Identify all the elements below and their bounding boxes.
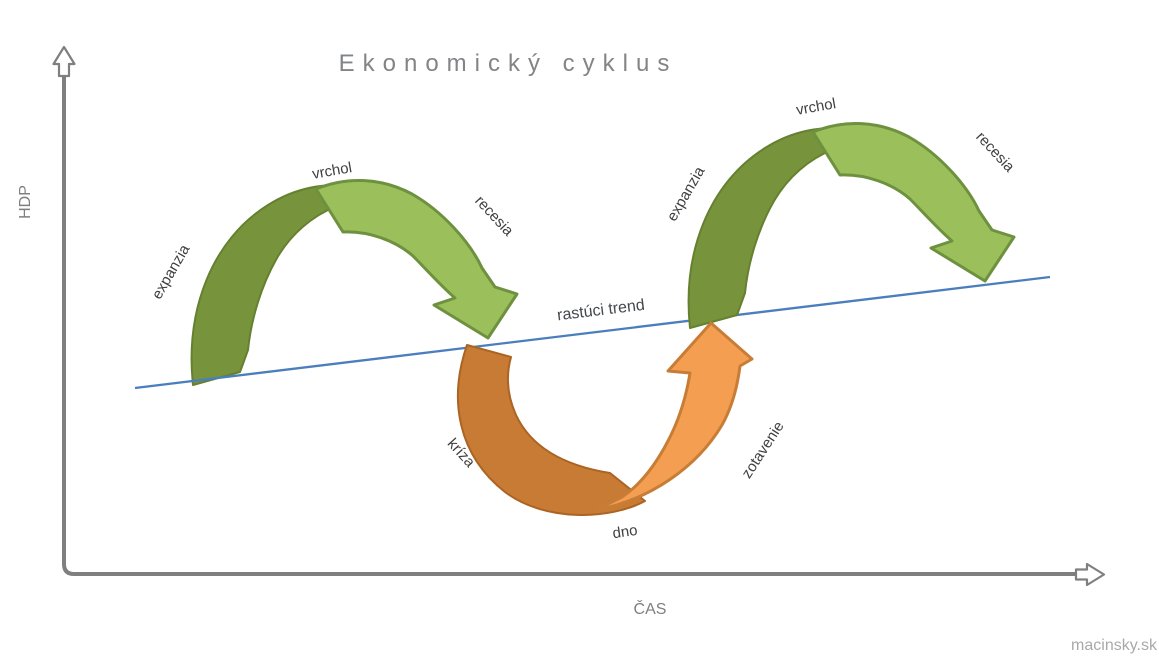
x-axis-arrow-icon [1074, 562, 1106, 587]
expansion-arc-dark-1 [190, 184, 353, 386]
expansion-arrow-2 [687, 121, 1016, 329]
trough-arrow [457, 321, 754, 516]
y-axis-arrow-icon [52, 45, 76, 78]
crisis-arc-dark [457, 344, 646, 516]
trend-line [134, 275, 1051, 390]
expansion-arrow-1 [190, 178, 519, 386]
label-bottom: dno [611, 521, 639, 543]
axes-lines [62, 60, 1080, 576]
diagram-title: Ekonomický cyklus [338, 50, 678, 77]
x-axis-label: ČAS [633, 601, 667, 618]
expansion-arc-dark-2 [687, 127, 850, 329]
recession-arc-light-2 [811, 121, 1016, 283]
y-axis-label: HDP [17, 185, 34, 219]
recovery-arc-light [594, 321, 754, 512]
recession-arc-light-1 [314, 178, 519, 340]
watermark: macinsky.sk [1071, 637, 1157, 654]
